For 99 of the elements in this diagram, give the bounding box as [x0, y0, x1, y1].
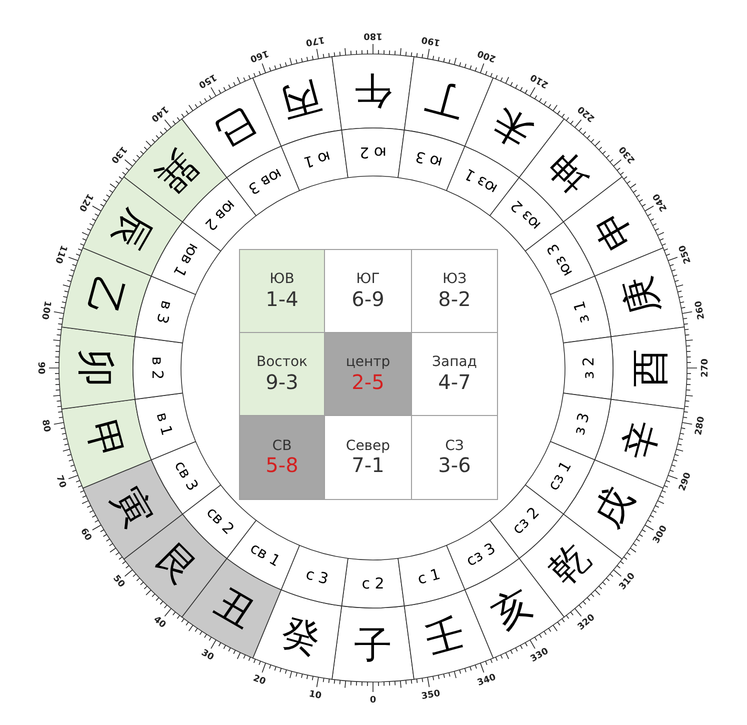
degree-number: 260 [694, 300, 707, 320]
grid-cell [411, 249, 498, 333]
grid-cell [411, 415, 498, 500]
character-label: 午 [354, 72, 392, 110]
degree-number: 150 [196, 71, 217, 88]
sector-label: юз 3 [544, 241, 576, 279]
sector-label: в 2 [150, 356, 164, 380]
direction-name: Восток [256, 354, 308, 371]
degree-number: 330 [529, 648, 550, 665]
degree-number: 50 [110, 574, 126, 590]
sector-label: с 2 [362, 576, 384, 592]
degree-number: 40 [151, 616, 167, 631]
character-label: 子 [354, 626, 392, 664]
sector-label: с 3 [304, 566, 330, 587]
direction-name: Север [346, 438, 390, 454]
character-label: 酉 [631, 349, 669, 387]
character-label: 乾 [542, 537, 596, 591]
number-pair: 1-4 [266, 288, 298, 311]
character-label: 丁 [421, 77, 468, 124]
degree-number: 280 [694, 416, 707, 436]
character-label: 庚 [617, 273, 664, 320]
degree-number: 30 [198, 649, 214, 664]
sector-label: св 1 [248, 540, 282, 570]
sector-label: сз 2 [510, 504, 542, 537]
character-label: 戌 [586, 480, 639, 532]
number-pair: 5-8 [266, 454, 298, 478]
sector-label: сз 1 [546, 459, 574, 493]
character-label: 癸 [278, 612, 325, 659]
degree-number: 100 [38, 300, 52, 320]
sector-label: св 2 [204, 504, 237, 538]
degree-number: 170 [305, 34, 326, 46]
grid-cell [239, 332, 325, 416]
sector-label: сз 3 [464, 540, 498, 570]
character-label: 甲 [82, 416, 129, 463]
sector-label: ю 2 [360, 144, 386, 160]
character-label: 丙 [278, 77, 325, 124]
character-label: 艮 [150, 537, 204, 591]
character-label: 亥 [486, 582, 538, 634]
degree-number: 90 [36, 362, 44, 374]
number-pair: 8-2 [438, 288, 471, 311]
sector-label: св 3 [172, 458, 200, 494]
degree-number: 80 [40, 418, 51, 433]
degree-number: 200 [476, 48, 498, 63]
character-label: 巽 [150, 145, 204, 199]
number-pair: 6-9 [352, 288, 384, 311]
number-pair: 7-1 [352, 454, 384, 478]
degree-number: 250 [678, 244, 694, 264]
character-label: 辰 [107, 204, 160, 256]
character-label: 卯 [77, 349, 115, 387]
grid-cell [324, 332, 412, 416]
direction-name: СЗ [445, 438, 464, 454]
degree-number: 60 [78, 526, 92, 542]
sector-label: з 2 [582, 356, 596, 380]
degree-number: 110 [52, 244, 68, 264]
degree-number: 350 [420, 690, 441, 702]
direction-name: СВ [272, 438, 292, 454]
grid-cell [239, 415, 325, 500]
number-pair: 3-6 [438, 454, 471, 478]
degree-number: 20 [252, 674, 267, 688]
direction-name: центр [346, 354, 390, 371]
character-label: 巳 [208, 102, 260, 154]
sector-label: ю 1 [302, 148, 332, 170]
character-label: 申 [586, 204, 639, 256]
degree-number: 270 [702, 358, 710, 378]
character-label: 壬 [421, 612, 468, 659]
character-label: 未 [486, 102, 538, 154]
sector-label: в 3 [154, 298, 175, 326]
number-pair: 2-5 [352, 370, 384, 394]
degree-number: 180 [364, 30, 382, 40]
degree-number: 340 [476, 673, 498, 688]
character-label: 辛 [617, 416, 664, 463]
direction-name: ЮГ [356, 271, 380, 288]
sector-label: ю 3 [414, 148, 444, 170]
sector-label: с 1 [416, 566, 442, 587]
sector-label: з 1 [572, 299, 592, 325]
sector-label: юв 1 [170, 240, 202, 280]
character-label: 寅 [107, 480, 160, 532]
degree-number: 70 [54, 474, 66, 490]
degree-number: 10 [308, 690, 322, 702]
character-label: 坤 [542, 145, 596, 199]
character-label: 乙 [82, 273, 129, 320]
sector-label: юв 3 [246, 166, 284, 196]
character-label: 丑 [208, 582, 260, 634]
degree-number: 160 [248, 48, 270, 63]
degree-number: 190 [420, 34, 441, 46]
sector-label: з 3 [572, 411, 592, 437]
degree-number: 210 [529, 71, 550, 88]
sector-label: в 1 [154, 410, 175, 438]
grid-cell [239, 249, 325, 333]
number-pair: 9-3 [266, 370, 298, 394]
number-pair: 4-7 [438, 370, 471, 394]
sector-label: юв 2 [202, 197, 238, 234]
sector-label: юз 2 [508, 198, 544, 233]
degree-number: 290 [678, 472, 694, 492]
degree-number: 0 [370, 696, 376, 706]
sector-label: юз 1 [462, 166, 500, 196]
direction-name: ЮВ [270, 271, 294, 288]
direction-name: Запад [432, 354, 477, 371]
direction-name: ЮЗ [442, 271, 467, 288]
